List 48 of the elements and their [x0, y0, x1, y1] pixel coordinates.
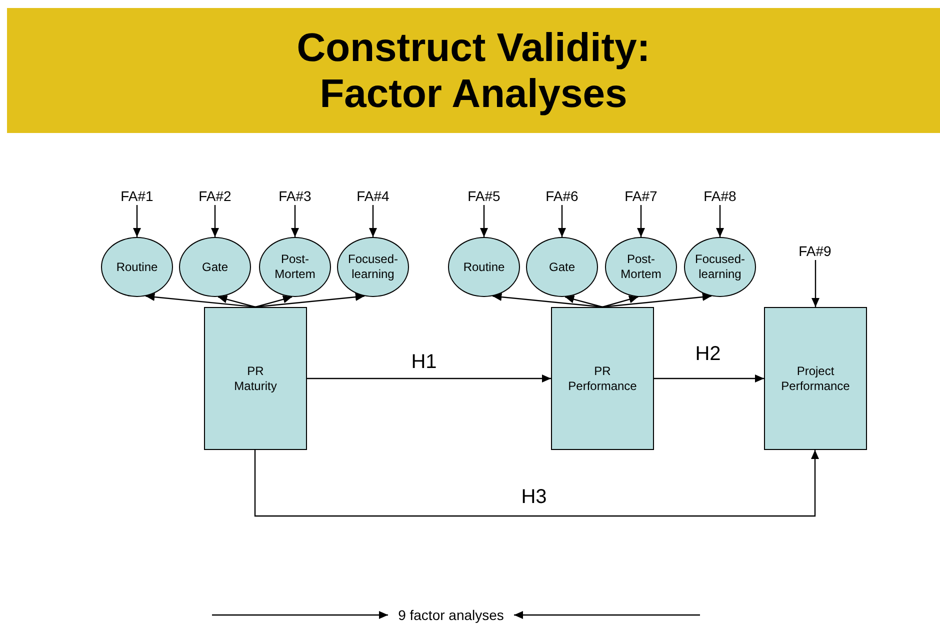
- arrow: [602, 293, 712, 308]
- arrow: [291, 205, 299, 237]
- factor-label: FA#8: [704, 188, 736, 204]
- construct-box: [551, 307, 654, 450]
- factor-label: FA#2: [198, 188, 232, 204]
- arrow: [133, 205, 141, 237]
- arrow: [307, 374, 551, 382]
- factor-label: FA#7: [624, 188, 658, 204]
- arrow: [480, 205, 488, 237]
- node-label: Routine: [116, 260, 158, 274]
- node-label: Post-Mortem: [620, 252, 662, 282]
- arrow: [255, 293, 364, 308]
- node-label: Focused-learning: [348, 252, 398, 282]
- factor-label: FA#1: [120, 188, 154, 204]
- factor-label: FA#9: [798, 244, 832, 258]
- node-label: PR Performance: [568, 364, 637, 394]
- arrow: [255, 295, 292, 308]
- factor-label: FA#3: [278, 188, 312, 204]
- factor-label: FA#4: [356, 188, 390, 204]
- arrow: [369, 205, 377, 237]
- factor-label: FA#5: [468, 188, 500, 204]
- node-label: Gate: [548, 260, 575, 274]
- node-label: Project Performance: [781, 364, 850, 394]
- arrow: [812, 260, 820, 307]
- arrow: [558, 205, 566, 237]
- node-label: Routine: [463, 260, 505, 274]
- title: Construct Validity: Factor Analyses: [296, 24, 652, 116]
- arrow: [212, 611, 388, 619]
- edge-label: H2: [695, 343, 721, 365]
- construct-box: [764, 307, 867, 450]
- arrow: [254, 450, 819, 517]
- arrow: [716, 205, 724, 237]
- node-label: Gate: [202, 260, 228, 274]
- arrow: [514, 611, 700, 619]
- node-label: Focused-learning: [694, 252, 746, 282]
- edge-label: H3: [521, 486, 547, 508]
- node-label: Post-Mortem: [274, 252, 316, 282]
- arrow: [602, 296, 638, 308]
- construct-box: [204, 307, 307, 450]
- arrow: [564, 295, 603, 308]
- arrow: [211, 205, 219, 237]
- factor-label: 9 factor analyses: [398, 608, 504, 622]
- arrow: [654, 374, 764, 382]
- arrow: [218, 295, 256, 308]
- node-label: PR Maturity: [234, 364, 277, 394]
- edge-label: H1: [411, 351, 437, 373]
- arrow: [637, 205, 645, 237]
- factor-label: FA#6: [546, 188, 578, 204]
